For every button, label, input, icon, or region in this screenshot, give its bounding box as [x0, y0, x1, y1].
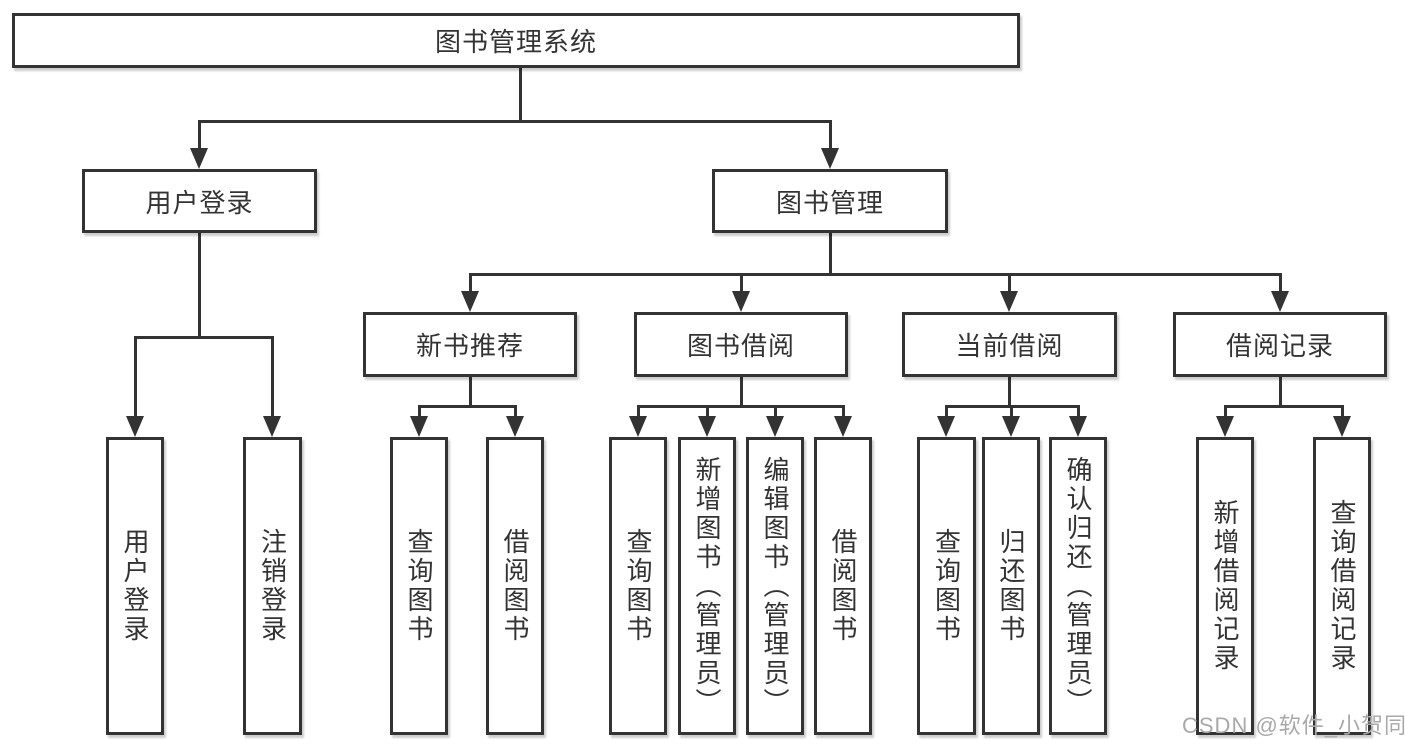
arrow-down-icon: [937, 416, 955, 437]
node-current-borrowing: 当前借阅: [902, 312, 1117, 377]
connector-drop: [1007, 273, 1011, 292]
arrow-down-icon: [834, 416, 852, 437]
connector-drop: [739, 273, 743, 292]
connector-bus: [468, 273, 1282, 276]
leaf-add-book-admin-label: 新增图书（管理员）: [692, 455, 722, 717]
connector-drop: [1076, 405, 1080, 417]
leaf-edit-book-admin-label: 编辑图书（管理员）: [760, 455, 790, 717]
node-book-borrowing: 图书借阅: [634, 312, 848, 377]
connector-drop: [1223, 405, 1227, 417]
leaf-borrow-books-recommend: 借阅图书: [486, 437, 544, 735]
leaf-logout-label: 注销登录: [257, 528, 288, 644]
connector-stem: [828, 233, 832, 276]
arrow-down-icon: [461, 291, 479, 312]
node-library-system-label: 图书管理系统: [434, 27, 597, 57]
connector-stem: [1007, 377, 1011, 408]
leaf-borrow-books-recommend-label: 借阅图书: [500, 528, 530, 644]
leaf-edit-book-admin: 编辑图书（管理员）: [746, 437, 804, 735]
connector-bus: [133, 336, 274, 339]
connector-drop: [133, 336, 137, 417]
connector-bus: [197, 120, 832, 123]
connector-stem: [1278, 377, 1282, 408]
connector-bus: [417, 405, 517, 408]
leaf-query-books-current-label: 查询图书: [931, 528, 962, 644]
leaf-query-books-current: 查询图书: [917, 437, 976, 735]
connector-drop: [1009, 405, 1013, 417]
node-user-login-label: 用户登录: [145, 187, 254, 218]
arrow-down-icon: [190, 148, 208, 169]
arrow-down-icon: [629, 416, 647, 437]
arrow-down-icon: [126, 416, 144, 437]
connector-stem: [197, 233, 201, 339]
node-book-borrowing-label: 图书借阅: [686, 331, 795, 361]
connector-drop: [417, 405, 421, 417]
watermark: CSDN @软件_小贺同学: [1182, 713, 1405, 738]
connector-drop: [944, 405, 948, 417]
connector-drop: [197, 120, 201, 149]
leaf-user-login: 用户登录: [106, 437, 164, 735]
connector-drop: [841, 405, 845, 417]
arrow-down-icon: [1000, 291, 1018, 312]
connector-drop: [1278, 273, 1282, 292]
arrow-down-icon: [698, 416, 716, 437]
leaf-user-login-label: 用户登录: [120, 528, 150, 644]
arrow-down-icon: [1271, 291, 1289, 312]
leaf-query-books-recommend: 查询图书: [390, 437, 448, 735]
node-library-system: 图书管理系统: [12, 13, 1020, 68]
arrow-down-icon: [410, 416, 428, 437]
connector-drop: [773, 405, 777, 417]
arrow-down-icon: [1333, 416, 1351, 437]
arrow-down-icon: [506, 416, 524, 437]
arrow-down-icon: [821, 148, 839, 169]
leaf-logout: 注销登录: [243, 437, 302, 735]
arrow-down-icon: [1216, 416, 1234, 437]
leaf-return-book: 归还图书: [982, 437, 1040, 735]
connector-drop: [468, 273, 472, 292]
connector-drop: [705, 405, 709, 417]
node-borrow-records: 借阅记录: [1173, 312, 1387, 377]
arrow-down-icon: [263, 416, 281, 437]
leaf-add-book-admin: 新增图书（管理员）: [678, 437, 736, 735]
connector-drop: [828, 120, 832, 149]
connector-drop: [513, 405, 517, 417]
leaf-query-books-recommend-label: 查询图书: [404, 528, 434, 644]
node-borrow-records-label: 借阅记录: [1225, 331, 1334, 361]
leaf-borrow-books-label: 借阅图书: [828, 528, 858, 644]
leaf-return-book-label: 归还图书: [996, 528, 1026, 644]
leaf-query-books-borrowing-label: 查询图书: [623, 528, 653, 644]
leaf-query-borrow-record-label: 查询借阅记录: [1327, 499, 1357, 673]
connector-stem: [739, 377, 743, 408]
leaf-borrow-books: 借阅图书: [814, 437, 872, 735]
leaf-confirm-return-admin: 确认归还（管理员）: [1049, 437, 1107, 735]
arrow-down-icon: [766, 416, 784, 437]
connector-drop: [636, 405, 640, 417]
arrow-down-icon: [1069, 416, 1087, 437]
connector-bus: [1223, 405, 1344, 408]
node-new-book-recommend-label: 新书推荐: [415, 331, 524, 361]
connector-stem: [468, 377, 472, 408]
connector-drop: [1340, 405, 1344, 417]
node-new-book-recommend: 新书推荐: [363, 312, 577, 377]
leaf-add-borrow-record: 新增借阅记录: [1196, 437, 1254, 735]
arrow-down-icon: [1002, 416, 1020, 437]
node-book-management: 图书管理: [712, 169, 948, 233]
connector-drop: [270, 336, 274, 417]
arrow-down-icon: [732, 291, 750, 312]
node-user-login: 用户登录: [82, 169, 317, 233]
connector-bus: [636, 405, 845, 408]
connector-stem: [518, 68, 522, 123]
leaf-confirm-return-admin-label: 确认归还（管理员）: [1063, 455, 1093, 717]
leaf-query-borrow-record: 查询借阅记录: [1313, 437, 1371, 735]
leaf-query-books-borrowing: 查询图书: [609, 437, 667, 735]
node-current-borrowing-label: 当前借阅: [955, 331, 1064, 361]
leaf-add-borrow-record-label: 新增借阅记录: [1210, 499, 1240, 673]
node-book-management-label: 图书管理: [775, 187, 884, 218]
